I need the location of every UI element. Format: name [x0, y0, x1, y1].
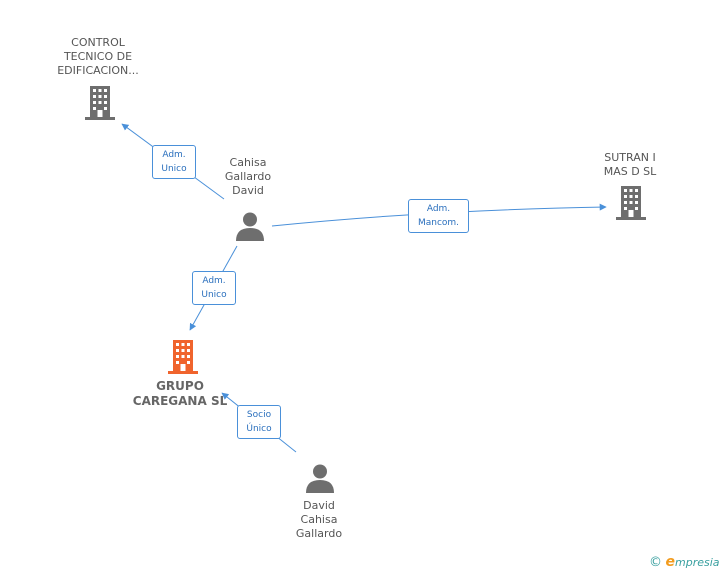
node-sutran-label[interactable]: SUTRAN I MAS D SL: [603, 151, 657, 178]
brand-name: mpresia: [675, 556, 720, 569]
person-icon[interactable]: [235, 211, 265, 241]
edge-label-adm-unico: Adm. Unico: [152, 145, 196, 179]
node-david-label[interactable]: David Cahisa Gallardo: [295, 499, 343, 540]
brand-initial: e: [665, 554, 676, 570]
edge-label-socio-unico: Socio Único: [237, 405, 281, 439]
person-icon[interactable]: [305, 463, 335, 493]
node-cahisa-label[interactable]: Cahisa Gallardo David: [224, 156, 272, 197]
edge-label-adm-mancom: Adm. Mancom.: [408, 199, 469, 233]
empresia-logo[interactable]: © empresia: [649, 554, 720, 571]
copyright-icon: ©: [649, 555, 662, 570]
node-control-label[interactable]: CONTROL TECNICO DE EDIFICACION...: [57, 36, 139, 77]
building-icon[interactable]: [167, 340, 199, 374]
building-icon[interactable]: [84, 86, 116, 120]
edge-label-adm-unico: Adm. Unico: [192, 271, 236, 305]
node-grupo-label[interactable]: GRUPO CAREGANA SL: [132, 379, 228, 408]
building-icon[interactable]: [615, 186, 647, 220]
